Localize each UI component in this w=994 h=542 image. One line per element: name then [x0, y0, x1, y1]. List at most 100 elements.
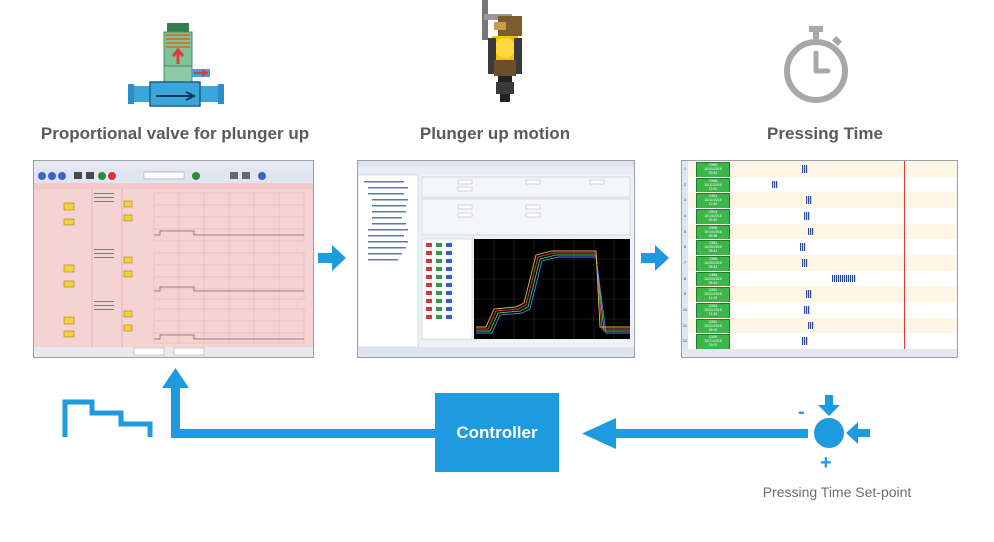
- pressing-badge-text: C5B8: [708, 225, 718, 230]
- proportional-valve-icon: [128, 23, 224, 107]
- row-number: 9: [682, 286, 688, 302]
- pressing-event-marks: [808, 227, 814, 236]
- setpoint-line: [904, 176, 905, 193]
- pressing-badge-text: 09:49: [708, 280, 718, 285]
- setpoint-line: [904, 208, 905, 224]
- arrow-valve-to-plunger: [318, 245, 346, 271]
- pressing-badge-text: 11:03: [708, 296, 718, 301]
- pressing-event-marks: [806, 290, 812, 299]
- pressing-badge-text: 10/21/2016: [704, 292, 722, 297]
- stopwatch-icon: [784, 26, 848, 103]
- pressing-badge-text: 10/14/2016: [704, 214, 722, 218]
- pressing-badge-text: 10/11/2016: [704, 182, 722, 187]
- pressing-badge-text: C5B9: [708, 335, 718, 340]
- row-number: 5: [682, 223, 688, 240]
- controller-label: Controller: [456, 422, 538, 442]
- pressing-event-marks: [772, 180, 778, 189]
- row-number: 3: [682, 192, 688, 208]
- step-signal-icon: [62, 399, 153, 437]
- title-plunger-up-motion: Plunger up motion: [419, 124, 571, 143]
- pressing-event-marks: [806, 196, 812, 205]
- pressing-badge-text: 15:00: [708, 327, 718, 332]
- row-number: 12: [682, 333, 688, 349]
- pressing-badge-text: C5C4: [708, 210, 718, 214]
- pressing-badge-text: 10/01/2016: [704, 167, 722, 171]
- row-number: 4: [682, 208, 688, 224]
- plunger-software-screenshot: [357, 160, 635, 358]
- pressing-badge-text: 10/21/2016: [704, 308, 722, 312]
- pressing-badge-text: 09:46: [708, 171, 718, 175]
- arrow-plunger-to-pressing: [641, 245, 669, 271]
- summing-junction-icon: [814, 418, 844, 448]
- pressing-badge-text: 10/20/2016: [704, 245, 722, 250]
- pressing-badge-text: C5B1: [708, 319, 718, 324]
- valve-software-screenshot: [33, 160, 314, 358]
- plunger-icon: [482, 0, 522, 102]
- row-number: 1: [682, 161, 688, 177]
- pressing-badge-text: C6B8: [708, 178, 718, 183]
- pressing-badge-text: C4B1: [708, 194, 718, 199]
- pressing-badge-text: 09:42: [708, 265, 718, 269]
- setpoint-line: [904, 270, 905, 287]
- pressing-badge-text: C5B1: [708, 288, 718, 293]
- setpoint-plus-sign: +: [820, 452, 832, 474]
- controller-block: Controller: [435, 393, 559, 472]
- setpoint-line: [904, 317, 905, 334]
- pressing-event-marks: [802, 164, 808, 173]
- pressing-badge-text: 09:41: [708, 249, 718, 254]
- setpoint-line: [904, 302, 905, 318]
- pressing-badge-text: 15:02: [708, 343, 718, 348]
- row-number: 10: [682, 302, 688, 318]
- row-number: 11: [682, 317, 688, 334]
- arrow-to-controller: [582, 418, 616, 449]
- feedback-line: [180, 429, 436, 438]
- setpoint-line: [904, 239, 905, 255]
- pressing-badge-text: 12:40: [708, 186, 718, 191]
- pressing-event-marks: [832, 274, 856, 283]
- pressing-event-marks: [802, 337, 808, 346]
- pressing-badge-text: 10/21/2016: [704, 339, 722, 344]
- pressing-badge-text: 09:49: [708, 218, 718, 222]
- pressing-badge-text: C5B1: [708, 241, 718, 246]
- pressing-badge-text: 10/21/2016: [704, 323, 722, 328]
- pressing-event-marks: [808, 321, 814, 330]
- pressing-event-marks: [804, 305, 810, 314]
- row-number: 7: [682, 255, 688, 271]
- pressing-badge-text: C5B4: [708, 304, 718, 308]
- pressing-event-marks: [802, 258, 808, 267]
- pressing-badge-text: 10/14/2016: [704, 229, 722, 234]
- pressing-badge-text: 09:58: [708, 233, 718, 238]
- title-proportional-valve: Proportional valve for plunger up: [40, 124, 310, 143]
- pressing-badge-text: 10/11/2016: [704, 198, 722, 203]
- setpoint-line: [904, 333, 905, 349]
- pressing-badge-text: C4B4: [708, 272, 718, 277]
- setpoint-line: [904, 161, 905, 177]
- setpoint-line: [904, 255, 905, 271]
- row-number: 8: [682, 270, 688, 287]
- pressing-badge-text: C5B5: [708, 163, 718, 167]
- pressing-badge-text: 10/20/2016: [704, 261, 722, 265]
- setpoint-minus-sign: -: [798, 401, 805, 423]
- setpoint-line: [904, 192, 905, 208]
- pressing-time-setpoint-label: Pressing Time Set-point: [762, 484, 912, 500]
- row-number: 2: [682, 176, 688, 193]
- setpoint-line: [904, 223, 905, 240]
- title-pressing-time: Pressing Time: [767, 124, 883, 143]
- pressing-badge-text: 10/20/2016: [704, 276, 722, 281]
- pressing-badge-text: 12:49: [708, 202, 718, 207]
- pressing-badge-text: C5B5: [708, 257, 718, 261]
- arrow-up-to-valve: [162, 368, 189, 388]
- pressing-event-marks: [800, 243, 806, 252]
- pressing-badge-text: 14:43: [708, 312, 718, 316]
- row-number: 6: [682, 239, 688, 255]
- setpoint-line: [904, 286, 905, 302]
- pressing-event-marks: [804, 211, 810, 220]
